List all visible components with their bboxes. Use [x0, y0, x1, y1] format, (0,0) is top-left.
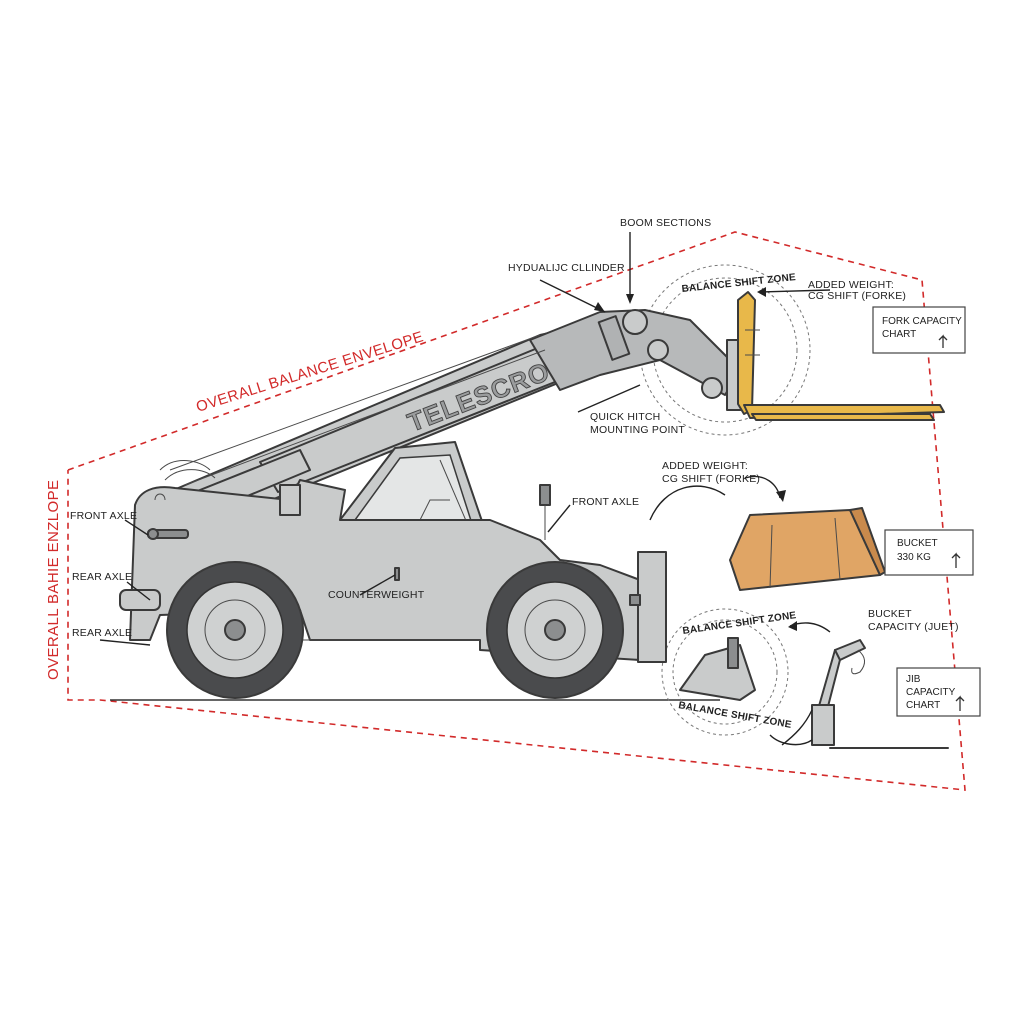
arrow-heads [594, 287, 797, 631]
balance-envelope [67, 231, 966, 791]
bucket-box-line2: 330 KG [897, 552, 931, 563]
label-boom-sections: BOOM SECTIONS [620, 217, 711, 229]
up-arrow-icon [951, 552, 961, 568]
up-arrow-icon [938, 334, 948, 348]
label-quick-hitch-1: QUICK HITCH [590, 411, 660, 423]
label-front-axle-left: FRONT AXLE [70, 510, 137, 522]
label-counterweight: COUNTERWEIGHT [328, 589, 425, 601]
label-bucket-capacity-1: BUCKET [868, 608, 912, 620]
label-front-axle-cab: FRONT AXLE [572, 496, 639, 508]
label-rear-axle-2: REAR AXLE [72, 627, 132, 639]
jib-box-line3: CHART [906, 700, 940, 711]
fork-box-line2: CHART [882, 329, 916, 340]
label-quick-hitch-2: MOUNTING POINT [590, 424, 685, 436]
small-bucket [679, 637, 756, 701]
label-added-weight-bucket-2: CG SHIFT (FORKE) [662, 473, 760, 485]
label-bucket-capacity-2: CAPACITY (JUET) [868, 621, 959, 633]
envelope-side-label: OVERALL BAHIE ENZLOPE [45, 480, 62, 680]
bucket-box-line1: BUCKET [897, 538, 938, 549]
label-balance-zone-bottom-top: BALANCE SHIFT ZONE [682, 610, 797, 637]
label-added-weight-fork-1: ADDED WEIGHT: [808, 279, 894, 291]
rear-wheel [166, 561, 304, 699]
label-added-weight-fork-2: CG SHIFT (FORKE) [808, 290, 906, 302]
jib-box-line1: JIB [906, 674, 921, 685]
bucket-attachment [729, 507, 886, 591]
label-hydraulic-cylinder: HYDUALIJC CLLINDER [508, 262, 625, 274]
label-balance-zone-bottom-bottom: BALANCE SHIFT ZONE [677, 700, 792, 731]
label-rear-axle-1: REAR AXLE [72, 571, 132, 583]
fork-attachment-top [701, 291, 945, 421]
jib-box-line2: CAPACITY [906, 687, 956, 698]
label-added-weight-bucket-1: ADDED WEIGHT: [662, 460, 748, 472]
jib-attachment [811, 639, 949, 749]
fork-box-line1: FORK CAPACITY [882, 316, 962, 327]
jib-capacity-chart-box: JIB CAPACITY CHART [896, 667, 981, 717]
up-arrow-icon [955, 695, 965, 711]
front-wheel [486, 561, 624, 699]
bucket-capacity-box: BUCKET 330 KG [884, 529, 974, 576]
fork-capacity-chart-box: FORK CAPACITY CHART [872, 306, 966, 354]
